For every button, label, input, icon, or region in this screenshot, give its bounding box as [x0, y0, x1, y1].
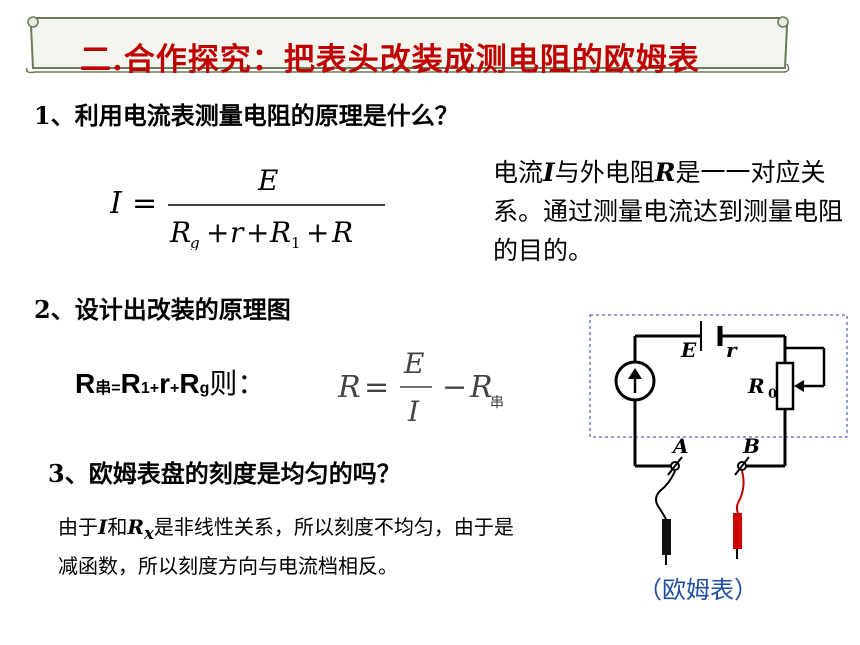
galvanometer-icon [614, 360, 656, 402]
explain-text: 是非线性关系，所以刻度不均匀，由于是减函数，所以刻度方向与电流档相反。 [58, 515, 514, 578]
formula-current: I = E R g + r + R 1 + R [109, 160, 390, 254]
title-banner: 二.合作探究：把表头改装成测电阻的欧姆表 [25, 14, 791, 78]
label-r0: R [747, 374, 765, 398]
desc-text: 与外电阻 [554, 158, 655, 187]
svg-text:I: I [110, 186, 123, 221]
rg-symbol: R [179, 368, 200, 399]
svg-text:−: − [442, 370, 467, 405]
svg-text:g: g [190, 234, 200, 250]
r-internal: r [159, 368, 170, 399]
svg-text:r: r [230, 216, 245, 249]
scale-explanation: 由于I和Rx是非线性关系，所以刻度不均匀，由于是减函数，所以刻度方向与电流档相反… [58, 511, 528, 582]
sub-g: g [199, 380, 210, 397]
var-i: I [543, 158, 555, 187]
svg-text:=: = [132, 186, 157, 221]
svg-text:1: 1 [291, 234, 301, 250]
diagram-caption: （欧姆表） [638, 576, 758, 604]
black-probe-icon [655, 470, 676, 520]
series-resistance-line: R串=R1+r+Rg则： [75, 362, 265, 402]
svg-text:串: 串 [490, 395, 504, 411]
scroll-banner-shape [25, 16, 790, 74]
explain-text: 由于 [58, 515, 98, 539]
desc-text: 电流 [493, 158, 544, 187]
explain-text: 和 [107, 515, 128, 539]
svg-text:I: I [407, 395, 420, 425]
question-2: 2、设计出改装的原理图 [34, 295, 291, 324]
sub-x: x [143, 523, 154, 543]
desc-text: 是一一对应关系。通过测量电流达到测量电阻的目的。 [493, 158, 844, 265]
rheostat-icon [775, 361, 795, 411]
svg-text:R: R [269, 216, 291, 249]
svg-text:+: + [306, 216, 329, 249]
svg-text:R: R [338, 370, 361, 405]
svg-text:E: E [403, 347, 424, 380]
red-probe-icon [735, 470, 745, 514]
formula-resistance: R = E I − R 串 [337, 345, 508, 429]
sub-chuan: 串= [95, 380, 121, 397]
svg-text:+: + [246, 216, 269, 249]
label-a: A [671, 434, 689, 458]
ze-text: 则： [209, 367, 266, 400]
plus: + [169, 380, 180, 397]
svg-text:R: R [331, 216, 353, 249]
svg-text:R: R [169, 216, 191, 249]
svg-text:+: + [206, 216, 229, 249]
label-r: r [726, 338, 738, 362]
svg-text:E: E [257, 164, 278, 197]
question-1: 1、利用电流表测量电阻的原理是什么？ [34, 101, 459, 130]
ohmmeter-circuit-diagram: E r R 0 A B [588, 313, 850, 572]
svg-text:=: = [364, 370, 389, 405]
var-r: R [654, 158, 676, 187]
r-symbol: R [75, 368, 96, 399]
label-r0-sub: 0 [768, 387, 777, 402]
label-e: E [680, 338, 697, 362]
page-title: 二.合作探究：把表头改装成测电阻的欧姆表 [80, 42, 700, 78]
var-rx: R [127, 515, 144, 539]
principle-description: 电流I与外电阻R是一一对应关系。通过测量电流达到测量电阻的目的。 [493, 153, 848, 270]
question-3: 3、欧姆表盘的刻度是均匀的吗？ [48, 459, 401, 488]
sub-1: 1+ [140, 380, 160, 397]
r1-symbol: R [120, 368, 141, 399]
svg-text:R: R [469, 370, 493, 405]
label-b: B [742, 434, 760, 458]
var-i: I [98, 515, 108, 539]
dashed-boundary [589, 314, 848, 438]
